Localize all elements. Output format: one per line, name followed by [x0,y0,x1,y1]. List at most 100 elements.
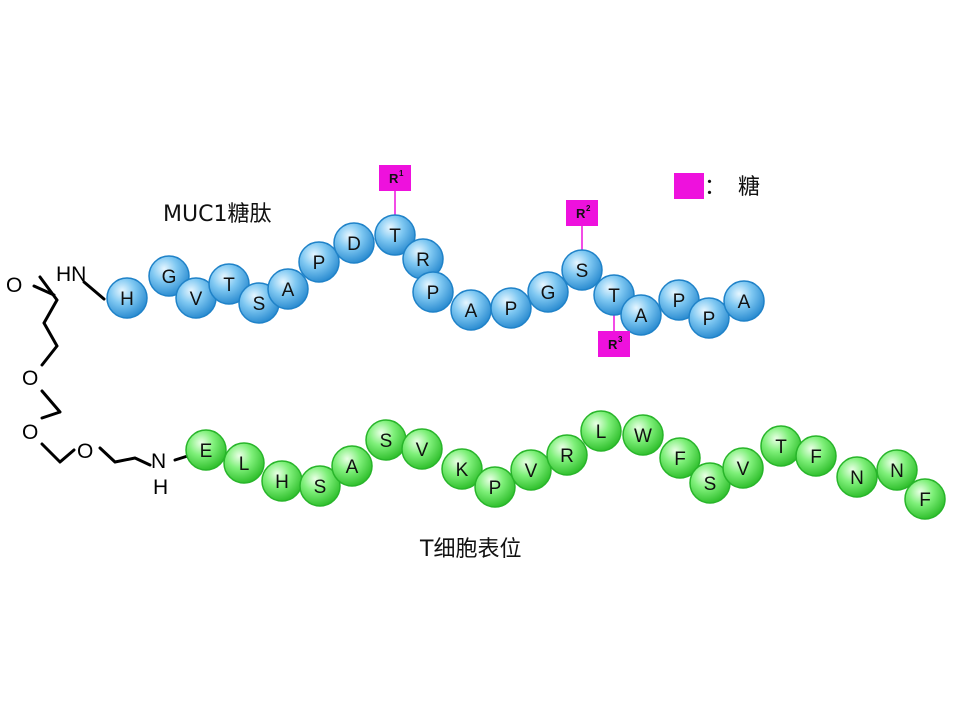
tcell-residue-letter: R [560,446,574,467]
legend-colon: ： [704,175,726,200]
tcell-residue-letter: S [314,477,327,498]
sugar-superscript: 1 [399,169,404,178]
tcell-residue-letter: W [634,426,652,447]
muc1-residue-letter: A [465,301,478,322]
tcell-residue-letter: V [525,461,538,482]
ether-oxygen-2: O [22,421,38,444]
muc1-residue-1: H [106,277,148,319]
tcell-residue-bead [580,410,622,452]
muc1-residue-14: G [527,271,569,313]
muc1-residue-bead [688,297,730,339]
tcell-residue-4: S [299,465,341,507]
sugar-connectors [394,191,615,331]
ether-oxygen-1: O [22,367,38,390]
tcell-residue-letter: P [489,478,502,499]
muc1-residue-bead [333,222,375,264]
muc1-residue-3: V [175,277,217,319]
muc1-residue-bead [490,287,532,329]
tcell-residue-18: F [795,435,837,477]
sugar-superscript: 3 [618,335,623,344]
muc1-residue-letter: A [738,292,751,313]
muc1-residue-9: T [374,214,416,256]
tcell-residue-15: S [689,462,731,504]
muc1-residue-letter: H [120,289,134,310]
muc1-residue-bead [298,241,340,283]
tcell-residue-bead [401,428,443,470]
muc1-residue-letter: D [347,234,361,255]
sugar-square [598,331,630,357]
tcell-residue-letter: S [380,431,393,452]
tcell-residue-bead [441,448,483,490]
muc1-residue-letter: G [162,267,177,288]
tcell-residue-letter: A [346,457,359,478]
muc1-residue-13: P [490,287,532,329]
muc1-residue-7: P [298,241,340,283]
muc1-residue-bead [148,255,190,297]
tcell-residue-17: T [760,425,802,467]
muc1-residue-19: P [688,297,730,339]
tcell-residue-bead [836,456,878,498]
tcell-residue-8: K [441,448,483,490]
muc1-residue-letter: P [505,299,518,320]
tcell-residue-bead [223,442,265,484]
linker-bonds [38,275,196,467]
legend-sugar-square [674,173,704,199]
tcell-residue-2: L [223,442,265,484]
tcell-residue-10: V [510,449,552,491]
tcell-residue-14: F [659,437,701,479]
tcell-residue-letter: K [456,460,469,481]
tcell-residue-bead [904,478,946,520]
amine-hydrogen: H [153,476,168,499]
tcell-residue-letter: L [596,422,607,443]
tcell-residue-bead [510,449,552,491]
tcell-residue-letter: H [275,472,289,493]
tcell-residue-bead [659,437,701,479]
muc1-residue-letter: S [253,294,266,315]
tcell-residue-bead [795,435,837,477]
tcell-residue-19: N [836,456,878,498]
tcell-residue-13: W [622,414,664,456]
t-cell-label: T细胞表位 [419,537,521,562]
tcell-residue-letter: F [919,490,931,511]
tcell-residue-letter: T [775,437,787,458]
tcell-residue-bead [622,414,664,456]
muc1-residue-letter: T [223,275,235,296]
tcell-residue-bead [546,434,588,476]
tcell-residue-16: V [722,447,764,489]
tcell-residue-letter: V [416,440,429,461]
tcell-residue-bead [722,447,764,489]
muc1-residue-bead [267,268,309,310]
tcell-residue-letter: F [810,447,822,468]
tcell-residue-letter: S [704,474,717,495]
muc1-residue-17: A [620,294,662,336]
amide-nh: HN [56,263,86,286]
tcell-residue-bead [299,465,341,507]
muc1-residue-letter: G [541,283,556,304]
legend-sugar-text: 糖 [738,175,760,200]
muc1-residue-bead [723,280,765,322]
muc1-residue-bead [106,277,148,319]
tcell-residue-11: R [546,434,588,476]
muc1-residue-letter: A [635,306,648,327]
tcell-residue-letter: V [737,459,750,480]
tcell-residue-7: V [401,428,443,470]
tcell-residue-3: H [261,460,303,502]
legend: ： 糖 [674,173,760,200]
tcell-residue-9: P [474,466,516,508]
muc1-residue-15: S [561,249,603,291]
tcell-residue-bead [876,449,918,491]
tcell-residue-20: N [876,449,918,491]
carbonyl-double-bond [32,284,56,297]
tcell-residue-letter: N [850,468,864,489]
tcell-residue-1: E [185,429,227,471]
sugar-superscript: 2 [586,204,591,213]
muc1-residue-letter: T [608,286,620,307]
tcell-residue-letter: F [674,449,686,470]
sugar-square [566,200,598,226]
tcell-residue-letter: E [200,441,213,462]
